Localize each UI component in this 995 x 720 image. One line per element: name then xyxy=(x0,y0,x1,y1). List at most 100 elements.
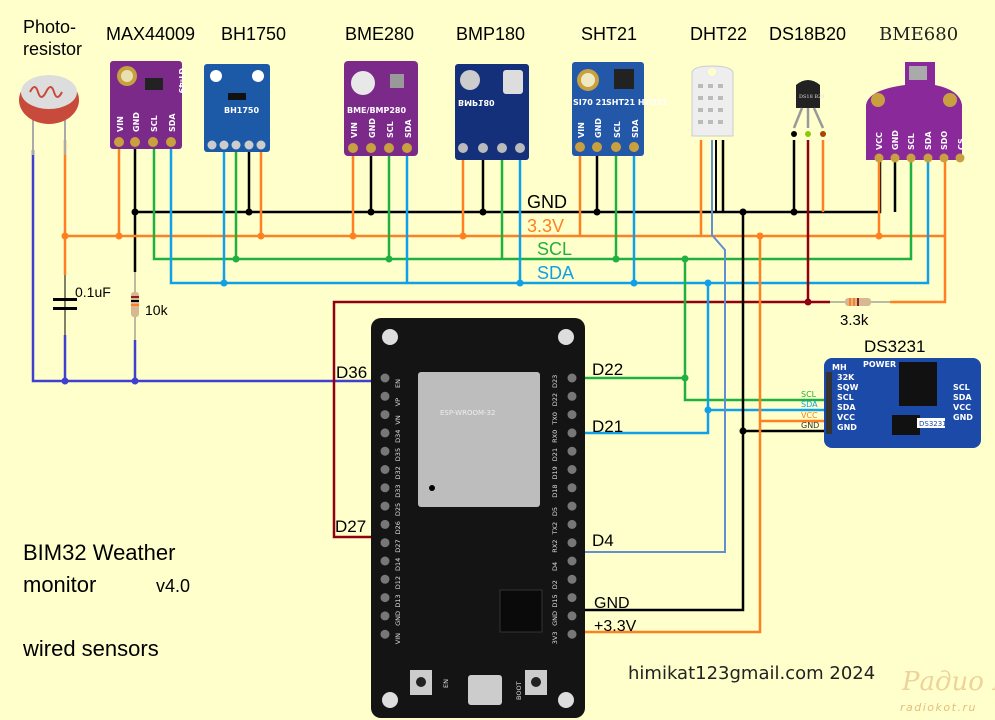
bh1750-title: BH1750 xyxy=(221,24,286,44)
sht21-chip1-label: SI70 21 xyxy=(573,98,607,107)
esp32-pin-label: VIN xyxy=(394,633,402,644)
sht21-module: SI70 21 SHT21 HTU21 VIN GND SCL SDA xyxy=(572,62,668,156)
sht21-chip2-label: SHT21 HTU21 xyxy=(606,98,668,107)
photoresistor-title-line2: resistor xyxy=(23,39,82,59)
resistor-10k: 10k xyxy=(131,272,169,340)
d36-label: D36 xyxy=(336,363,367,382)
resistor-3k3-label: 3.3k xyxy=(840,312,869,329)
esp32-pin-label: D19 xyxy=(551,466,559,479)
d27-label: D27 xyxy=(335,517,366,536)
pin-label: GND xyxy=(837,423,857,432)
esp32-pin xyxy=(380,391,390,401)
esp32-pin xyxy=(567,501,577,511)
pin-label: SDA xyxy=(924,131,933,150)
bme680-title: BME680 xyxy=(879,24,958,45)
d4-label: D4 xyxy=(592,531,614,550)
esp32-pin-label: GND xyxy=(394,611,402,626)
bme680-module: VCC GND SCL SDA SDO CS xyxy=(866,62,966,163)
esp32-pin-label: D5 xyxy=(551,507,559,516)
pin-label: GND xyxy=(891,130,900,150)
ds18b20-title: DS18B20 xyxy=(769,24,846,44)
rtc-scl-wire-label: SCL xyxy=(801,390,817,399)
title-block: BIM32 Weather monitor v4.0 wired sensors xyxy=(22,540,190,661)
sht21-title: SHT21 xyxy=(581,24,637,44)
esp32-pin-label: D32 xyxy=(394,466,402,479)
esp32-pin xyxy=(380,538,390,548)
scl-bus-label: SCL xyxy=(537,239,572,259)
pin-label: VIN xyxy=(116,116,125,132)
vcc-esp-wire xyxy=(580,236,832,634)
sensor-titles: Photo- resistor MAX44009 BH1750 BME280 B… xyxy=(23,17,958,59)
bmp180-module: BMP180 xyxy=(455,64,529,160)
pin-label: GND xyxy=(132,112,141,132)
esp32-pin xyxy=(567,373,577,383)
esp32-pin-label: 3V3 xyxy=(551,631,559,644)
bme280-title: BME280 xyxy=(345,24,414,44)
esp32-pin-label: D34 xyxy=(394,430,402,443)
sda-bus-wire xyxy=(169,140,930,285)
pin-label: SCL xyxy=(386,121,395,138)
max44009-module: GY-49 VIN GND SCL SDA xyxy=(110,61,186,149)
resistor-10k-label: 10k xyxy=(145,302,169,318)
pin-label: SCL xyxy=(613,121,622,138)
esp32-pin xyxy=(567,574,577,584)
esp32-pin xyxy=(567,556,577,566)
dht22-title: DHT22 xyxy=(690,24,747,44)
rtc-sda-wire-label: SDA xyxy=(801,400,818,409)
esp32-pin xyxy=(380,446,390,456)
d21-label: D21 xyxy=(592,417,623,436)
bme280-chip-label: BME/BMP280 xyxy=(347,106,407,115)
esp32-pin xyxy=(380,593,390,603)
esp32-pin-label: D14 xyxy=(394,558,402,571)
watermark-logo: Радио КОТ xyxy=(901,667,995,697)
credit-text: himikat123gmail.com 2024 xyxy=(628,663,875,684)
esp32-pin xyxy=(567,465,577,474)
pin-label: GND xyxy=(368,118,377,138)
esp32-pin-label: D12 xyxy=(394,576,402,589)
ds3231-module: DS3231 MH DS3231 POWER 32K SQW SCL SDA V… xyxy=(801,337,981,448)
ds18b20-chip-label: DS18 B20 xyxy=(799,94,824,100)
capacitor-label: 0.1uF xyxy=(75,284,111,300)
esp32-pin-label: D4 xyxy=(551,562,559,571)
esp32-pin xyxy=(567,593,577,603)
esp32-pin-label: RX0 xyxy=(551,430,559,443)
esp32-pin-label: D23 xyxy=(551,375,559,388)
version-label: v4.0 xyxy=(156,576,190,596)
esp32-pin-label: GND xyxy=(551,611,559,626)
esp32-pin xyxy=(380,611,390,621)
esp32-pin-label: TX0 xyxy=(551,412,559,426)
pin-label: SCL xyxy=(150,115,159,132)
esp32-pin-label: VN xyxy=(394,415,402,424)
gnd-bus-label: GND xyxy=(527,192,567,212)
esp32-pin xyxy=(380,574,390,584)
photoresistor xyxy=(19,75,79,155)
subtitle: wired sensors xyxy=(22,636,159,661)
boot-label: BOOT xyxy=(515,681,523,700)
esp32-pin xyxy=(567,538,577,548)
esp32-pin xyxy=(380,501,390,511)
esp32-pin-label: RX2 xyxy=(551,540,559,553)
bh1750-module: BH1750 xyxy=(204,64,270,152)
junction-dots xyxy=(61,208,883,435)
bmp180-title: BMP180 xyxy=(456,24,525,44)
sda-bus-label: SDA xyxy=(537,263,574,283)
pin-label: SDA xyxy=(168,113,177,132)
esp32-pin xyxy=(380,483,390,493)
ds3231-main-chip xyxy=(899,362,937,406)
d22-label: D22 xyxy=(592,360,623,379)
rtc-vcc-wire-label: VCC xyxy=(801,411,818,420)
ds3231-led-label: POWER xyxy=(863,360,896,369)
title-line2: monitor xyxy=(23,572,96,597)
esp32-pin-label: D13 xyxy=(394,594,402,607)
esp-wroom-module xyxy=(418,372,540,507)
dht22-module xyxy=(691,65,734,137)
pin-label: VIN xyxy=(577,122,586,138)
pin-label: SCL xyxy=(837,393,854,402)
esp32-pin xyxy=(567,446,577,456)
esp32-pin xyxy=(567,629,577,639)
scl-bus-wire xyxy=(152,140,913,261)
photoresistor-title-line1: Photo- xyxy=(23,17,76,37)
pin-label: VCC xyxy=(837,413,855,422)
esp32-pin xyxy=(567,483,577,493)
capacitor: 0.1uF xyxy=(53,275,111,335)
